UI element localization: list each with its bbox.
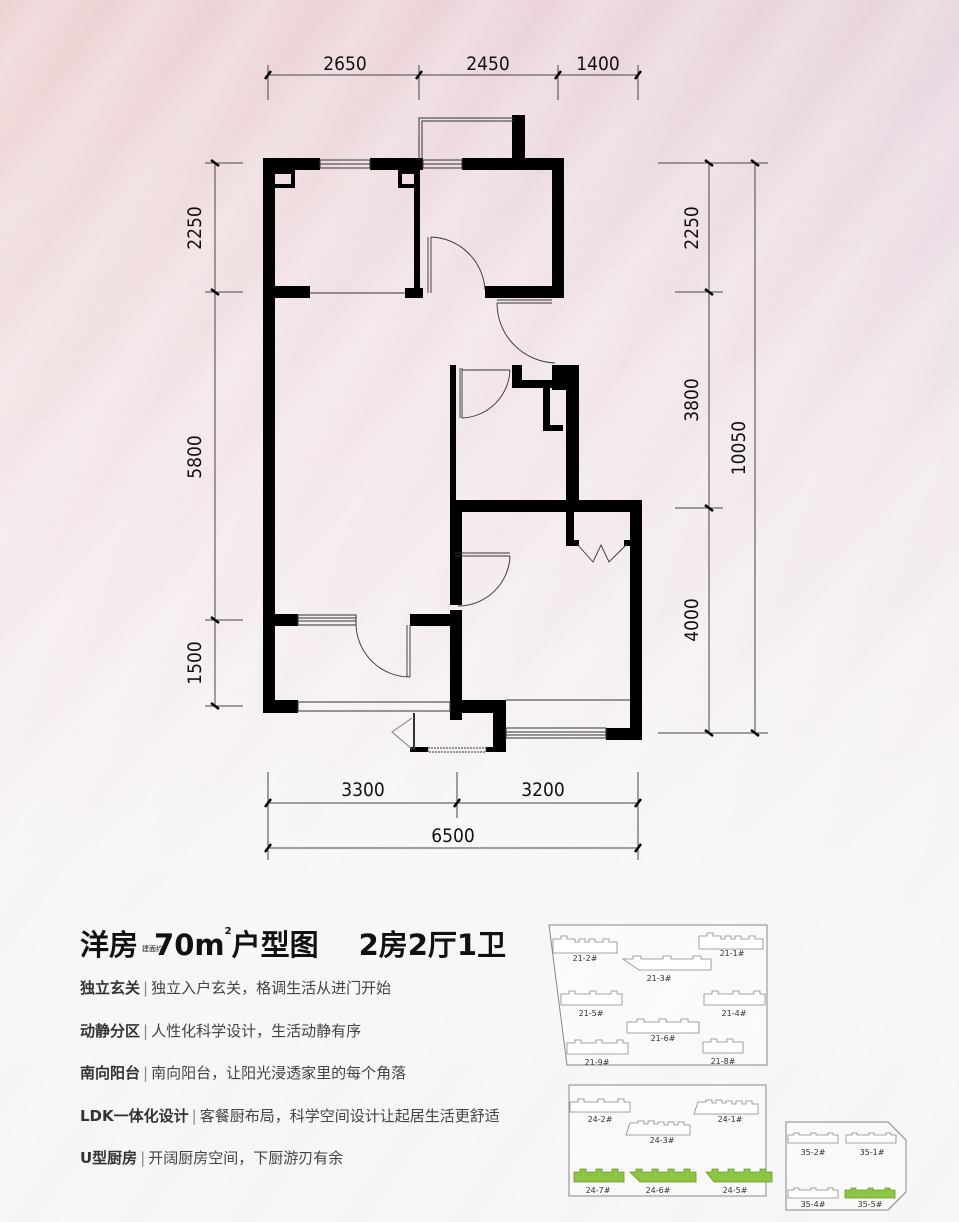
- walls: [263, 115, 642, 752]
- site-map-35: 35-2# 35-1# 35-4# 35-5#: [785, 1121, 907, 1211]
- page-title: 洋房 建面约 70m2 户型图 2房2厅1卫: [80, 922, 506, 964]
- building-label: 21-1#: [720, 949, 745, 958]
- building-label: 24-3#: [650, 1136, 675, 1145]
- feature-key: U型厨房: [80, 1149, 138, 1167]
- feature-sep: |: [143, 1021, 149, 1040]
- right-dimension-lines: [658, 162, 768, 734]
- dim-right-2: 3800: [681, 378, 703, 422]
- top-dimension-lines: [267, 65, 639, 100]
- feature-desc: 独立入户玄关，格调生活从进门开始: [151, 979, 392, 997]
- building-label: 24-2#: [588, 1115, 613, 1124]
- building-label: 24-5#: [723, 1186, 748, 1195]
- doors: [355, 236, 628, 750]
- feature-key: LDK一体化设计: [80, 1106, 189, 1125]
- title-area-prefix: 建面约: [142, 945, 164, 953]
- feature-desc: 客餐厨布局，科学空间设计让起居生活更舒适: [199, 1106, 500, 1125]
- site-map-24: 24-2# 24-1# 24-3# 24-7# 24-6# 24-5#: [568, 1084, 773, 1197]
- dim-top-2: 2450: [466, 53, 510, 75]
- feature-key: 动静分区: [80, 1021, 141, 1040]
- feature-key: 独立玄关: [80, 979, 141, 997]
- feature-sep: |: [191, 1106, 197, 1125]
- building-label: 35-2#: [801, 1148, 826, 1157]
- floor-plan: 2650 2450 1400 2250 5800 1500 2250 3800 …: [184, 53, 768, 860]
- building-label: 24-1#: [718, 1115, 743, 1124]
- site-map-21: 21-2# 21-1# 21-3# 21-5# 21-4# 21-6# 21-9…: [548, 924, 768, 1067]
- dim-bottom-1: 3300: [341, 779, 385, 801]
- feature-item: 独立玄关|独立入户玄关，格调生活从进门开始: [80, 978, 500, 1021]
- feature-item: U型厨房|开阔厨房空间，下厨游刃有余: [80, 1148, 500, 1191]
- dim-right-3: 4000: [681, 598, 703, 642]
- building-label: 24-7#: [586, 1186, 611, 1195]
- title-type: 洋房: [80, 928, 139, 962]
- building-label: 21-8#: [711, 1057, 736, 1066]
- building-label: 21-9#: [585, 1058, 610, 1067]
- building-label: 21-3#: [647, 974, 672, 983]
- dim-bottom-total: 6500: [431, 825, 475, 847]
- bottom-dimension-lines: [267, 772, 639, 860]
- feature-item: LDK一体化设计|客餐厨布局，科学空间设计让起居生活更舒适: [80, 1106, 500, 1149]
- dim-left-2: 5800: [184, 435, 206, 479]
- building-label: 35-4#: [801, 1200, 826, 1209]
- feature-desc: 开阔厨房空间，下厨游刃有余: [148, 1149, 344, 1167]
- building-label: 21-4#: [722, 1009, 747, 1018]
- feature-sep: |: [143, 1064, 149, 1082]
- dim-left-3: 1500: [184, 641, 206, 685]
- dim-bottom-2: 3200: [521, 779, 565, 801]
- highlighted-building: [844, 1187, 896, 1199]
- feature-sep: |: [140, 1149, 146, 1167]
- building-label: 21-2#: [573, 954, 598, 963]
- windows: [297, 117, 630, 753]
- dim-left-1: 2250: [184, 206, 206, 250]
- building-label: 35-5#: [858, 1200, 883, 1209]
- dim-right-1: 2250: [681, 206, 703, 250]
- dim-right-total: 10050: [728, 421, 750, 475]
- building-label: 21-6#: [651, 1034, 676, 1043]
- feature-desc: 人性化科学设计，生活动静有序: [151, 1021, 362, 1040]
- feature-item: 动静分区|人性化科学设计，生活动静有序: [80, 1021, 500, 1064]
- feature-item: 南向阳台|南向阳台，让阳光浸透家里的每个角落: [80, 1063, 500, 1106]
- area-sup: 2: [224, 926, 232, 937]
- area-value: 70m: [154, 928, 225, 962]
- feature-list: 独立玄关|独立入户玄关，格调生活从进门开始 动静分区|人性化科学设计，生活动静有…: [80, 978, 500, 1191]
- title-area: 70m2: [154, 926, 232, 962]
- dim-top-1: 2650: [323, 53, 367, 75]
- feature-sep: |: [143, 979, 149, 997]
- dim-top-3: 1400: [576, 53, 620, 75]
- feature-key: 南向阳台: [80, 1064, 141, 1082]
- title-spec: 2房2厅1卫: [358, 928, 507, 962]
- highlighted-buildings: [573, 1168, 773, 1183]
- building-label: 35-1#: [860, 1148, 885, 1157]
- left-dimension-lines: [205, 162, 243, 707]
- building-label: 24-6#: [646, 1186, 671, 1195]
- title-suffix: 户型图: [231, 928, 319, 962]
- feature-desc: 南向阳台，让阳光浸透家里的每个角落: [151, 1064, 407, 1082]
- building-label: 21-5#: [579, 1009, 604, 1018]
